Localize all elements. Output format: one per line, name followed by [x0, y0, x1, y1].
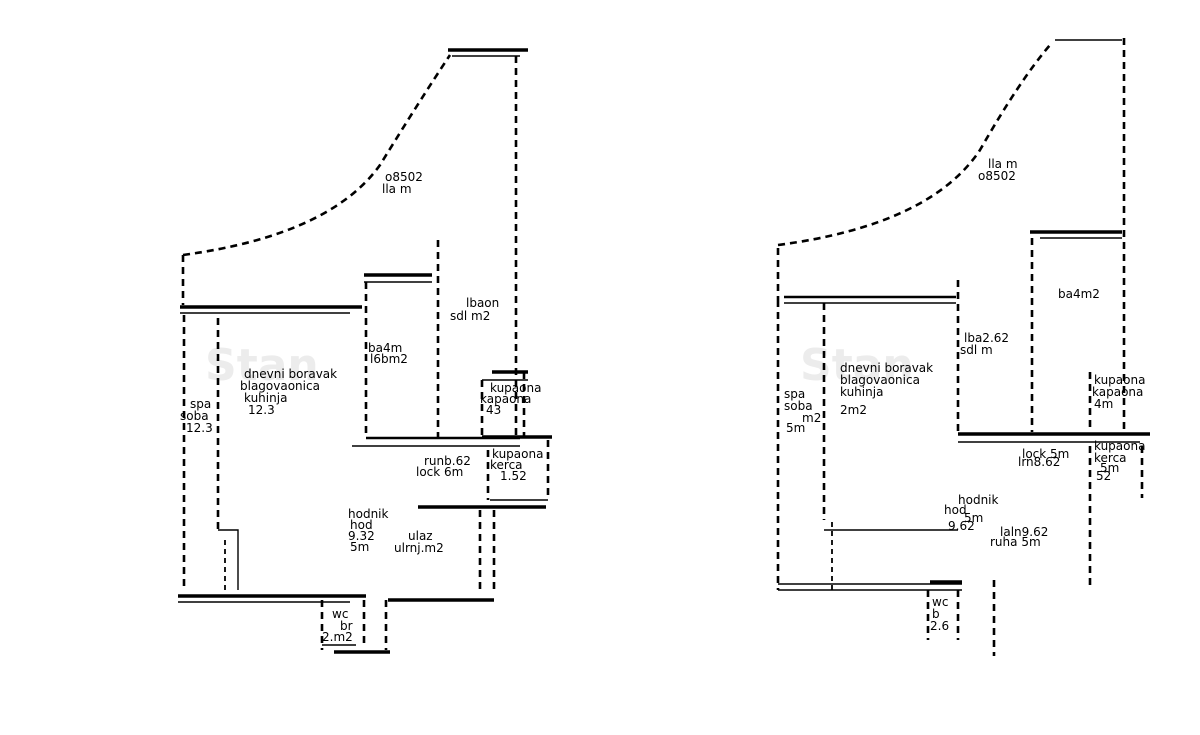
left-kitchen-label-2: runb.62	[424, 454, 471, 468]
left-living-label-3: kuhinja	[244, 391, 287, 405]
right-wc-label-2: kerca	[1094, 451, 1127, 465]
left-storage-label-1: ba4m	[368, 341, 402, 355]
right-entry-label-2: ruha 5m	[990, 535, 1041, 549]
right-bedroom-label-2: soba	[784, 399, 813, 413]
left-living-label-1: dnevni boravak	[244, 367, 337, 381]
right-living-label-1: dnevni boravak	[840, 361, 933, 375]
left-storage-label-2: l6bm2	[370, 352, 408, 366]
left-hall-label-3: 9.32	[348, 529, 375, 543]
left-bedroom-label-2: soba	[180, 409, 209, 423]
left-hall-label-1: hodnik	[348, 507, 389, 521]
left-bedroom-label-1: spa	[190, 397, 211, 411]
left-wc-label-2: kerca	[490, 458, 523, 472]
right-wc-bottom-label-1: wc	[932, 595, 948, 609]
right-terrace-curve	[777, 44, 1051, 247]
left-wc-label-1: kupaona	[492, 447, 543, 461]
right-bedroom-label-4: 5m	[786, 421, 805, 435]
left-bedroom-label-3: 12.3	[186, 421, 213, 435]
left-wc-label-3: 1.52	[500, 469, 527, 483]
left-terrace-curve	[182, 54, 452, 257]
left-terrace-label-2: lla m	[382, 182, 412, 196]
right-kitchen-label-1: lock 5m	[1022, 447, 1069, 461]
left-floor-plan: o8502 lla m lbaon sdl m2 ba4m l6bm2 dnev…	[178, 48, 552, 654]
left-entry-label-1: ulaz	[408, 529, 433, 543]
right-living-label-2: blagovaonica	[840, 373, 920, 387]
right-living-label-4: 2m2	[840, 403, 867, 417]
right-storage-label-2: sdl m	[960, 343, 993, 357]
left-wc-bottom-label-2: br	[340, 619, 353, 633]
right-terrace-label-1: lla m	[988, 157, 1018, 171]
left-hall-label-2: hod	[350, 518, 373, 532]
watermark-right: Stan	[800, 340, 914, 391]
watermark-left: Stan	[205, 340, 319, 391]
left-balcony-label-2: sdl m2	[450, 309, 490, 323]
left-bathroom-label-1: kupaona	[490, 381, 541, 395]
right-bedroom-label-3: m2	[802, 411, 821, 425]
right-wc-bottom-label-3: 2.6	[930, 619, 949, 633]
right-wc-bottom-label-2: b	[932, 607, 940, 621]
right-bathroom-label-3: 4m	[1094, 397, 1113, 411]
right-bathroom-label-2: kapaona	[1092, 385, 1143, 399]
left-living-label-2: blagovaonica	[240, 379, 320, 393]
left-wc-bottom-label-1: wc	[332, 607, 348, 621]
right-room-label-1: ba4m2	[1058, 287, 1100, 301]
right-terrace-label-2: o8502	[978, 169, 1016, 183]
left-hall-label-4: 5m	[350, 540, 369, 554]
left-living-label-4: 12.3	[248, 403, 275, 417]
right-hall-label-1: hodnik	[958, 493, 999, 507]
right-wc-label-4: 52	[1096, 469, 1111, 483]
right-living-label-3: kuhinja	[840, 385, 883, 399]
left-bathroom-label-3: 43	[486, 403, 501, 417]
right-bedroom-label-1: spa	[784, 387, 805, 401]
right-hall-label-4: 5m	[964, 511, 983, 525]
left-bathroom-label-2: kapaona	[480, 392, 531, 406]
left-wc-bottom-label-3: 2.m2	[322, 630, 353, 644]
right-hall-label-3: 9.62	[948, 519, 975, 533]
right-wc-label-3: 5m	[1100, 461, 1119, 475]
right-storage-label-1: lba2.62	[964, 331, 1009, 345]
right-entry-label-1: laln9.62	[1000, 525, 1048, 539]
right-kitchen-label-2: lrn8.62	[1018, 455, 1060, 469]
left-entry-label-2: ulrnj.m2	[394, 541, 444, 555]
right-bathroom-label-1: kupaona	[1094, 373, 1145, 387]
right-floor-plan: lla m o8502 ba4m2 lba2.62 sdl m dnevni b…	[776, 38, 1150, 656]
right-wc-label-1: kupaona	[1094, 439, 1145, 453]
left-balcony-label-1: lbaon	[466, 296, 499, 310]
right-hall-label-2: hod	[944, 503, 967, 517]
left-terrace-label-1: o8502	[385, 170, 423, 184]
left-kitchen-label-1: lock 6m	[416, 465, 463, 479]
